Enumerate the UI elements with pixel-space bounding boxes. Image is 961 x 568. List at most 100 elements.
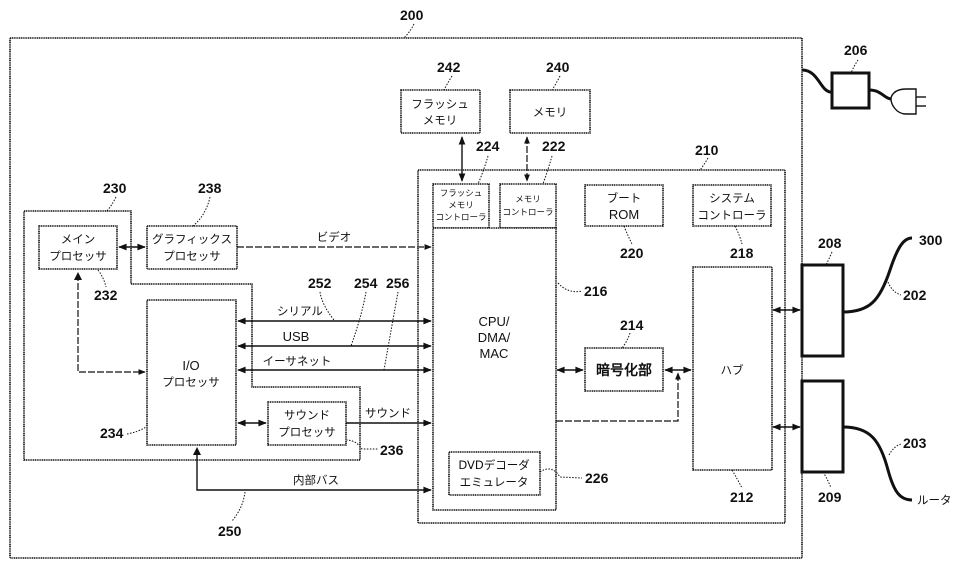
adapter-box [830, 71, 871, 110]
ref-222: 222 [542, 138, 566, 154]
ethernet-bus-label: イーサネット [263, 354, 332, 368]
memory-controller-label-1: メモリ [515, 195, 541, 205]
system-controller-block [692, 184, 772, 227]
internal-bus-arrowhead [193, 447, 201, 455]
ref-236: 236 [380, 442, 404, 458]
boot-rom-block [584, 184, 664, 227]
ref-200: 200 [400, 7, 424, 23]
ref-234: 234 [100, 425, 124, 441]
hub-block [692, 266, 773, 471]
power-cable-out [868, 88, 893, 101]
main-io-link [77, 274, 146, 375]
flash-controller-label-2: メモリ [448, 201, 474, 211]
leader-210 [699, 157, 709, 171]
leader-216 [557, 282, 583, 293]
graphics-processor-label-1: グラフィックス [152, 232, 232, 246]
flash-memory-block [400, 89, 481, 134]
sound-bus-label: サウンド [365, 406, 411, 420]
leader-224 [477, 155, 489, 185]
ref-300: 300 [919, 232, 943, 248]
ref-209: 209 [818, 489, 842, 505]
main-io-arrowhead [74, 272, 82, 280]
video-bus-label: ビデオ [317, 230, 352, 244]
leader-254 [350, 291, 367, 347]
port-209 [800, 379, 845, 474]
cpu-label-2: DMA/ [478, 330, 511, 345]
power-cable-in [801, 68, 833, 94]
leader-250 [231, 491, 246, 522]
memory-controller-label-2: コントローラ [502, 208, 553, 218]
io-processor-label-1: I/O [182, 358, 199, 373]
hub-label: ハブ [721, 363, 744, 377]
internal-bus-label: 内部バス [293, 473, 339, 487]
system-controller-label-1: システム [709, 191, 755, 205]
ref-224: 224 [476, 138, 500, 154]
ref-216: 216 [584, 283, 608, 299]
router-label: ルータ [917, 493, 952, 507]
encryption-label: 暗号化部 [596, 362, 652, 379]
leader-206 [850, 59, 859, 74]
serial-bus-label: シリアル [277, 304, 323, 318]
main-processor-block [38, 225, 118, 270]
flash-controller-label-1: フラッシュ [440, 189, 483, 199]
usb-bus-label: USB [283, 329, 310, 344]
ref-250: 250 [218, 523, 242, 539]
io-processor-block [146, 299, 237, 446]
plug-icon [890, 88, 917, 115]
flash-controller-label-3: コントローラ [435, 213, 486, 223]
ref-206: 206 [844, 42, 868, 58]
ref-242: 242 [437, 59, 461, 75]
ref-230: 230 [103, 180, 127, 196]
leader-220 [623, 225, 633, 245]
main-processor-label-2: プロセッサ [49, 249, 107, 263]
ref-220: 220 [620, 245, 644, 261]
ref-212: 212 [730, 489, 754, 505]
graphics-processor-block [146, 225, 238, 270]
sound-processor-label-1: サウンド [284, 408, 330, 422]
leader-212 [731, 469, 743, 489]
cable-202 [842, 236, 913, 314]
leader-238 [192, 196, 211, 227]
ref-208: 208 [818, 235, 842, 251]
ref-254: 254 [354, 275, 378, 291]
dvd-emulator-label-2: エミュレータ [460, 475, 529, 489]
flash-memory-label-2: メモリ [423, 113, 458, 127]
leader-256 [383, 291, 399, 371]
ref-226: 226 [585, 470, 609, 486]
dvd-emulator-block [448, 451, 541, 496]
leader-232 [97, 269, 107, 288]
leader-236 [345, 439, 378, 450]
leader-203 [888, 443, 902, 456]
system-controller-label-2: コントローラ [698, 208, 767, 222]
boot-rom-label-2: ROM [609, 207, 639, 222]
ref-218: 218 [730, 245, 754, 261]
boot-rom-label-1: ブート [607, 191, 642, 205]
leader-240 [551, 75, 561, 91]
cpu-hub-bypass [556, 372, 681, 422]
leader-218 [734, 225, 743, 245]
internal-bus [196, 450, 432, 494]
leader-242 [443, 75, 453, 91]
ref-202: 202 [903, 287, 927, 303]
leader-230 [106, 196, 117, 212]
memory-block [509, 89, 591, 134]
leader-208 [825, 251, 833, 266]
cpu-label-1: CPU/ [478, 314, 509, 329]
encryption-block [584, 347, 664, 392]
memory-label: メモリ [533, 105, 568, 119]
leader-234 [126, 426, 147, 435]
leader-200 [403, 23, 415, 39]
cable-203 [842, 425, 913, 502]
port-208 [800, 263, 845, 358]
leader-214 [621, 332, 631, 349]
flash-memory-label-1: フラッシュ [411, 97, 469, 111]
memory-controller-block [499, 183, 557, 229]
power-adapter: 206 [801, 42, 926, 115]
leader-209 [822, 471, 832, 489]
io-processor-label-2: プロセッサ [162, 375, 220, 389]
ref-240: 240 [546, 59, 570, 75]
cpu-label-3: MAC [480, 346, 509, 361]
ref-210: 210 [695, 142, 719, 158]
graphics-processor-label-2: プロセッサ [163, 249, 221, 263]
